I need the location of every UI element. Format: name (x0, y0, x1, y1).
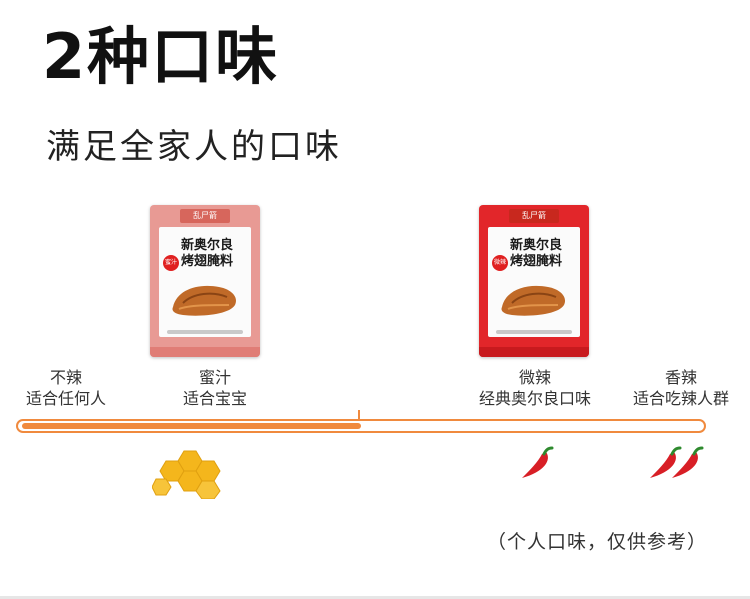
product-package-honey: 蜜汁 新奥尔良 烤翅腌料 乱尸箭 (150, 205, 260, 357)
product-package-mild-spicy: 微辣 新奥尔良 烤翅腌料 乱尸箭 (479, 205, 589, 357)
spice-scale-fill (22, 423, 361, 429)
spice-scale-bar (16, 419, 706, 433)
level-desc: 适合任何人 (25, 389, 107, 408)
level-desc: 经典奥尔良口味 (478, 389, 592, 408)
disclaimer-note: （个人口味，仅供参考） (487, 531, 708, 553)
package-label: 蜜汁 新奥尔良 烤翅腌料 (159, 227, 251, 337)
chicken-wing-icon (501, 285, 566, 316)
scale-tick (358, 410, 360, 421)
honeycomb-icon (152, 450, 221, 499)
level-honey: 蜜汁 适合宝宝 (183, 367, 247, 409)
package-fine-print (167, 330, 243, 334)
package-brand: 乱尸箭 (509, 209, 559, 223)
package-flavor-tag: 蜜汁 (163, 255, 179, 271)
package-brand: 乱尸箭 (180, 209, 230, 223)
package-name-line2: 烤翅腌料 (510, 254, 563, 269)
package-name-line1: 新奥尔良 (510, 238, 563, 253)
bottom-divider (0, 596, 750, 599)
level-name: 香辣 (664, 368, 698, 387)
level-desc: 适合吃辣人群 (632, 389, 730, 408)
two-chili-peppers-icon (650, 446, 704, 478)
level-name: 微辣 (518, 368, 552, 387)
package-bottom-strip (479, 347, 589, 357)
package-label: 微辣 新奥尔良 烤翅腌料 (488, 227, 580, 337)
package-bottom-strip (150, 347, 260, 357)
page-subtitle: 满足全家人的口味 (46, 127, 342, 167)
chicken-wing-icon (172, 285, 237, 316)
level-mild-spicy: 微辣 经典奥尔良口味 (479, 367, 591, 409)
page-title: 2种口味 (42, 20, 280, 93)
package-name-line1: 新奥尔良 (181, 238, 234, 253)
level-hot-spicy: 香辣 适合吃辣人群 (633, 367, 729, 409)
level-desc: 适合宝宝 (182, 389, 248, 408)
package-name-line2: 烤翅腌料 (181, 254, 234, 269)
package-fine-print (496, 330, 572, 334)
chili-pepper-icon (522, 446, 554, 478)
level-name: 不辣 (49, 368, 83, 387)
level-name: 蜜汁 (198, 368, 232, 387)
package-flavor-tag: 微辣 (492, 255, 508, 271)
level-not-spicy: 不辣 适合任何人 (26, 367, 106, 409)
